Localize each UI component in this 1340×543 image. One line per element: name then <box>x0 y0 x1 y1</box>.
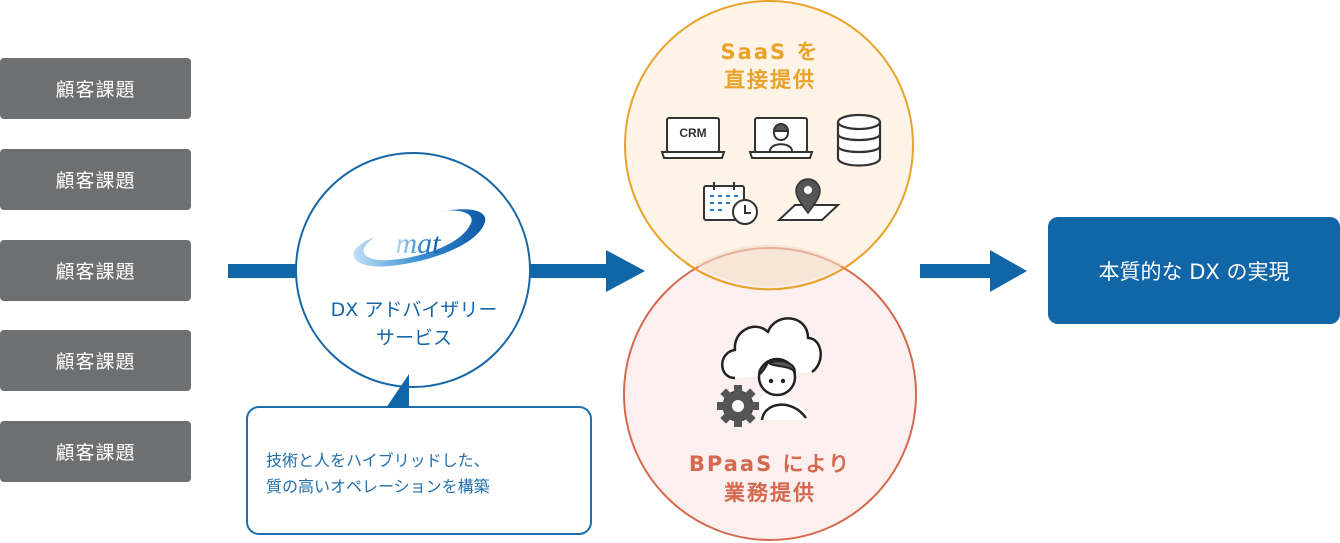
bpaas-title-line1: BPaaS により <box>688 452 852 476</box>
issue-box: 顧客課題 <box>0 240 191 301</box>
issue-label: 顧客課題 <box>55 351 136 373</box>
advisory-label-line2: サービス <box>375 327 452 349</box>
callout-pointer <box>386 374 409 408</box>
saas-title: SaaS を 直接提供 <box>670 38 870 94</box>
callout-line2: 質の高いオペレーションを構築 <box>266 477 490 496</box>
bpaas-title-line2: 業務提供 <box>724 481 816 505</box>
bpaas-title: BPaaS により 業務提供 <box>660 450 880 508</box>
issue-box: 顧客課題 <box>0 330 191 391</box>
result-box: 本質的な DX の実現 <box>1048 217 1340 324</box>
issue-label: 顧客課題 <box>55 170 136 192</box>
issue-label: 顧客課題 <box>55 442 136 464</box>
arrow-to-services <box>528 250 645 292</box>
mat-logo-text: mat <box>396 227 442 260</box>
advisory-label-line1: DX アドバイザリー <box>330 299 498 321</box>
video-call-laptop-icon <box>748 117 814 159</box>
callout-text: 技術と人をハイブリッドした、 質の高いオペレーションを構築 <box>266 448 490 500</box>
issue-label: 顧客課題 <box>55 79 136 101</box>
issue-label: 顧客課題 <box>55 261 136 283</box>
cloud-person-gear-icon <box>717 317 822 427</box>
crm-laptop-icon <box>660 117 726 159</box>
callout-line1: 技術と人をハイブリッドした、 <box>266 451 490 470</box>
advisory-label: DX アドバイザリー サービス <box>300 296 528 352</box>
map-pin-icon <box>776 178 841 221</box>
mat-logo: mat <box>353 209 486 267</box>
result-label: 本質的な DX の実現 <box>1098 259 1290 284</box>
database-icon <box>836 113 882 167</box>
crm-label: CRM <box>679 126 707 140</box>
issue-box: 顧客課題 <box>0 149 191 210</box>
arrow-in-shaft <box>228 264 300 278</box>
calendar-clock-icon <box>703 182 758 225</box>
callout-box <box>246 406 592 535</box>
issue-box: 顧客課題 <box>0 58 191 119</box>
issue-box: 顧客課題 <box>0 421 191 482</box>
saas-title-line2: 直接提供 <box>724 68 816 92</box>
saas-title-line1: SaaS を <box>720 40 820 64</box>
arrow-to-result <box>920 250 1027 292</box>
